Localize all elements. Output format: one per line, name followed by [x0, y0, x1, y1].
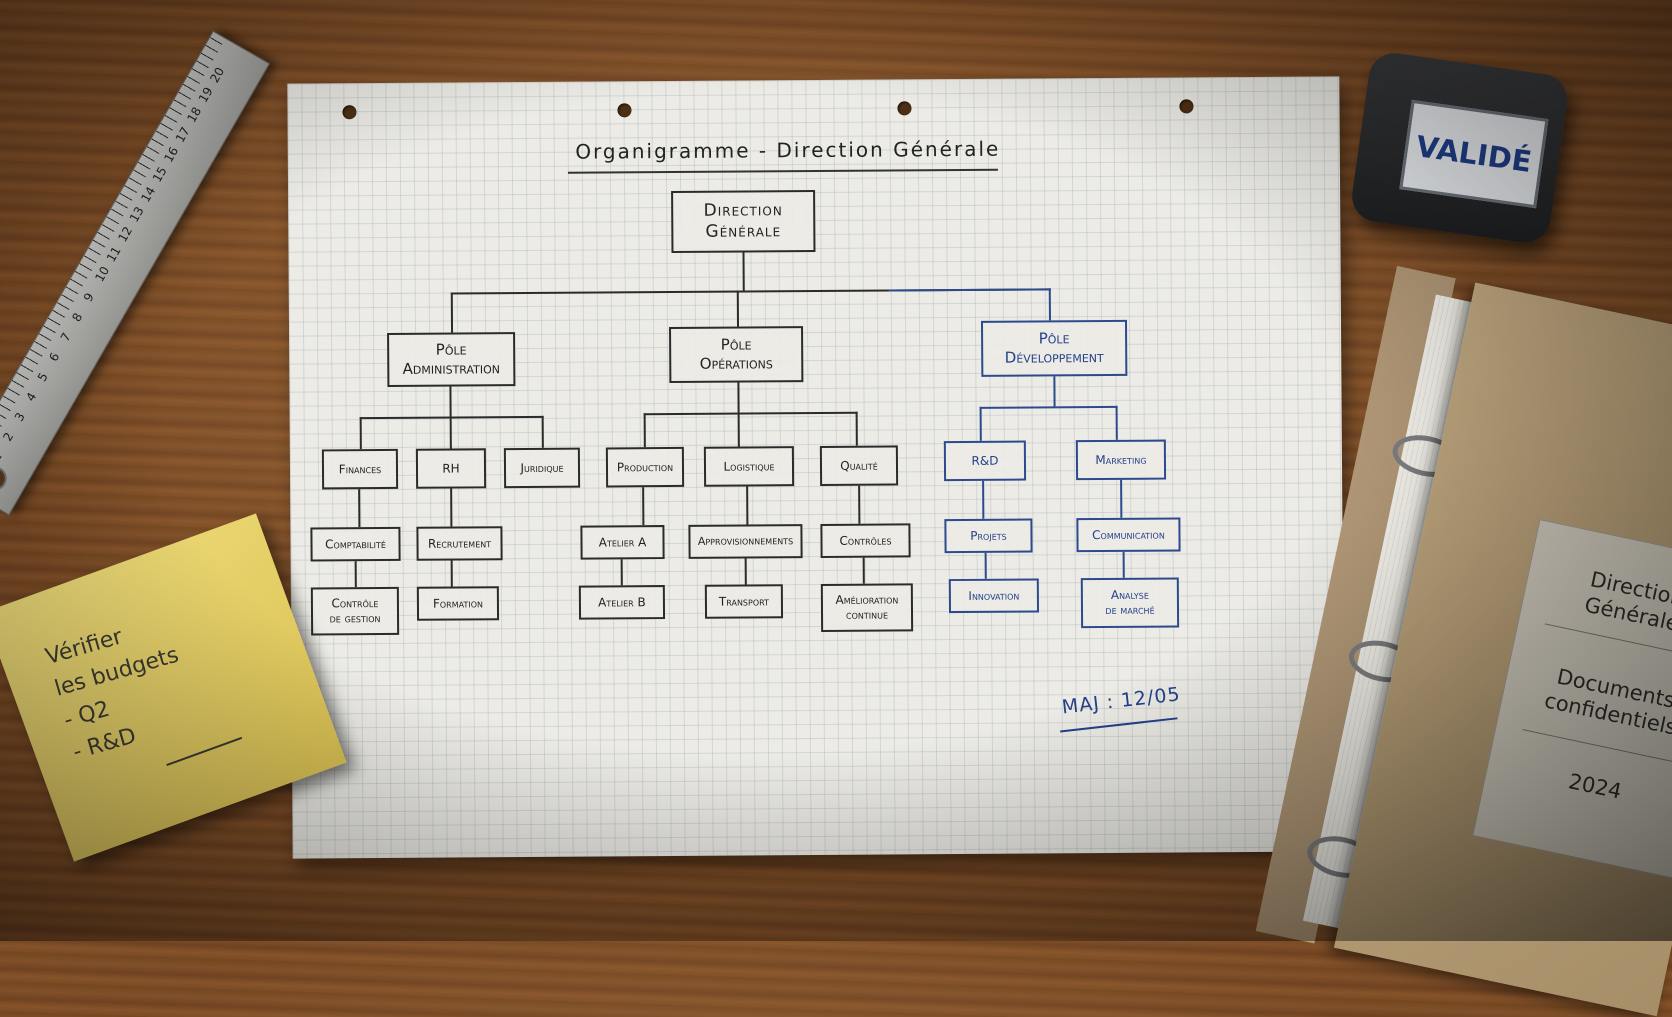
ruler-mark: 2	[0, 429, 17, 444]
ruler-mark: 11	[103, 244, 124, 265]
node-recrutement: Recrutement	[416, 526, 503, 561]
ruler-mark: 15	[149, 164, 170, 185]
connector-line	[1053, 376, 1056, 407]
ruler-mark: 8	[69, 310, 86, 325]
node-amelioration-continue: Amélioration continue	[820, 583, 914, 632]
connector-line	[979, 406, 982, 441]
ruler-mark: 3	[11, 410, 28, 424]
update-note-underline	[1060, 717, 1178, 733]
connector-line	[736, 290, 740, 327]
connector-line	[449, 416, 452, 449]
ruler-mark: 10	[92, 264, 113, 285]
node-qualite: Qualité	[819, 445, 899, 486]
connector-line	[450, 292, 454, 333]
chart-title: Organigramme - Direction Générale	[575, 136, 1001, 164]
connector-line	[984, 552, 987, 579]
node-logistique: Logistique	[703, 446, 795, 487]
connector-line	[643, 413, 646, 448]
node-controle-de-gestion: Contrôle de gestion	[310, 586, 400, 636]
connector-line	[450, 560, 453, 587]
ruler-mark: 9	[80, 290, 97, 305]
connector-line	[855, 411, 858, 446]
binder-label-year: 2024	[1566, 769, 1624, 804]
ruler-mark: 4	[23, 390, 40, 404]
node-production: Production	[605, 446, 685, 488]
connector-line	[358, 489, 361, 528]
rubber-stamp: VALIDÉ	[1340, 19, 1597, 247]
connector-line	[1120, 479, 1123, 518]
ruler-mark: 20	[207, 64, 228, 86]
ruler-hole	[0, 461, 12, 495]
punch-hole	[1179, 99, 1194, 114]
node-comptabilite: Comptabilité	[310, 526, 401, 562]
node-communication: Communication	[1076, 517, 1181, 553]
node-pole-administration: Pôle Administration	[387, 332, 516, 387]
ruler-mark: 6	[46, 350, 63, 364]
punch-hole	[342, 105, 357, 120]
node-r-and-d: R&D	[943, 440, 1027, 482]
sticky-note-text: Vérifier les budgets - Q2 - R&D	[42, 624, 182, 766]
connector-line	[643, 411, 858, 416]
org-chart-sheet: Organigramme - Direction Générale Direct…	[287, 76, 1345, 859]
node-transport: Transport	[704, 584, 784, 619]
connector-line	[979, 405, 1118, 409]
punch-hole	[897, 101, 912, 116]
punch-hole	[617, 103, 632, 118]
node-juridique: Juridique	[503, 447, 581, 489]
binder-label: Direction Générale Documents confidentie…	[1472, 519, 1672, 882]
ruler-mark: 16	[161, 144, 182, 165]
node-atelier-a: Atelier A	[580, 525, 665, 560]
connector-line	[982, 480, 985, 519]
connector-line	[858, 485, 861, 524]
ruler-mark: 5	[34, 370, 51, 384]
connector-line	[620, 559, 623, 586]
connector-line	[737, 382, 740, 413]
ruler-mark: 13	[126, 204, 147, 225]
node-pole-operations: Pôle Opérations	[669, 326, 804, 384]
connector-line	[359, 417, 362, 450]
stamp-label: VALIDÉ	[1399, 99, 1549, 209]
ruler-mark: 1	[0, 449, 5, 464]
node-controles: Contrôles	[820, 523, 911, 558]
connector-line	[449, 386, 452, 417]
connector-line	[541, 415, 544, 448]
connector-line	[746, 486, 749, 525]
ruler-mark: 12	[115, 224, 136, 245]
node-finances: Finances	[321, 448, 399, 490]
node-direction-generale: Direction Générale	[671, 189, 816, 254]
node-innovation: Innovation	[948, 578, 1040, 614]
connector-line	[1048, 288, 1051, 321]
binder-label-subtitle: Documents confidentiels	[1542, 664, 1672, 740]
ruler-mark: 14	[138, 184, 159, 205]
connector-line	[744, 558, 747, 585]
connector-line	[737, 412, 740, 447]
connector-line	[354, 561, 357, 588]
title-underline	[567, 168, 998, 174]
node-formation: Formation	[416, 586, 500, 621]
ruler-mark: 7	[57, 330, 74, 345]
node-approvisionnements: Approvisionnements	[688, 524, 803, 559]
node-pole-developpement: Pôle Développement	[980, 319, 1128, 377]
connector-line	[450, 488, 453, 527]
node-marketing: Marketing	[1075, 439, 1167, 481]
ruler-mark: 18	[184, 104, 205, 125]
connector-line	[862, 557, 865, 584]
connector-line	[1115, 405, 1118, 440]
connector-line	[1122, 551, 1125, 578]
connector-line	[888, 288, 1051, 292]
ruler-mark: 19	[195, 84, 216, 105]
ruler-mark: 17	[172, 124, 193, 145]
sticky-note-underline	[166, 736, 243, 767]
stamp-body: VALIDÉ	[1348, 49, 1571, 247]
update-note: MAJ : 12/05	[1060, 683, 1182, 719]
node-atelier-b: Atelier B	[578, 585, 666, 620]
node-rh: RH	[415, 448, 487, 489]
node-projets: Projets	[944, 518, 1033, 554]
node-analyse-de-marche: Analyse de marché	[1080, 577, 1180, 629]
connector-line	[742, 252, 745, 291]
connector-line	[642, 487, 645, 526]
